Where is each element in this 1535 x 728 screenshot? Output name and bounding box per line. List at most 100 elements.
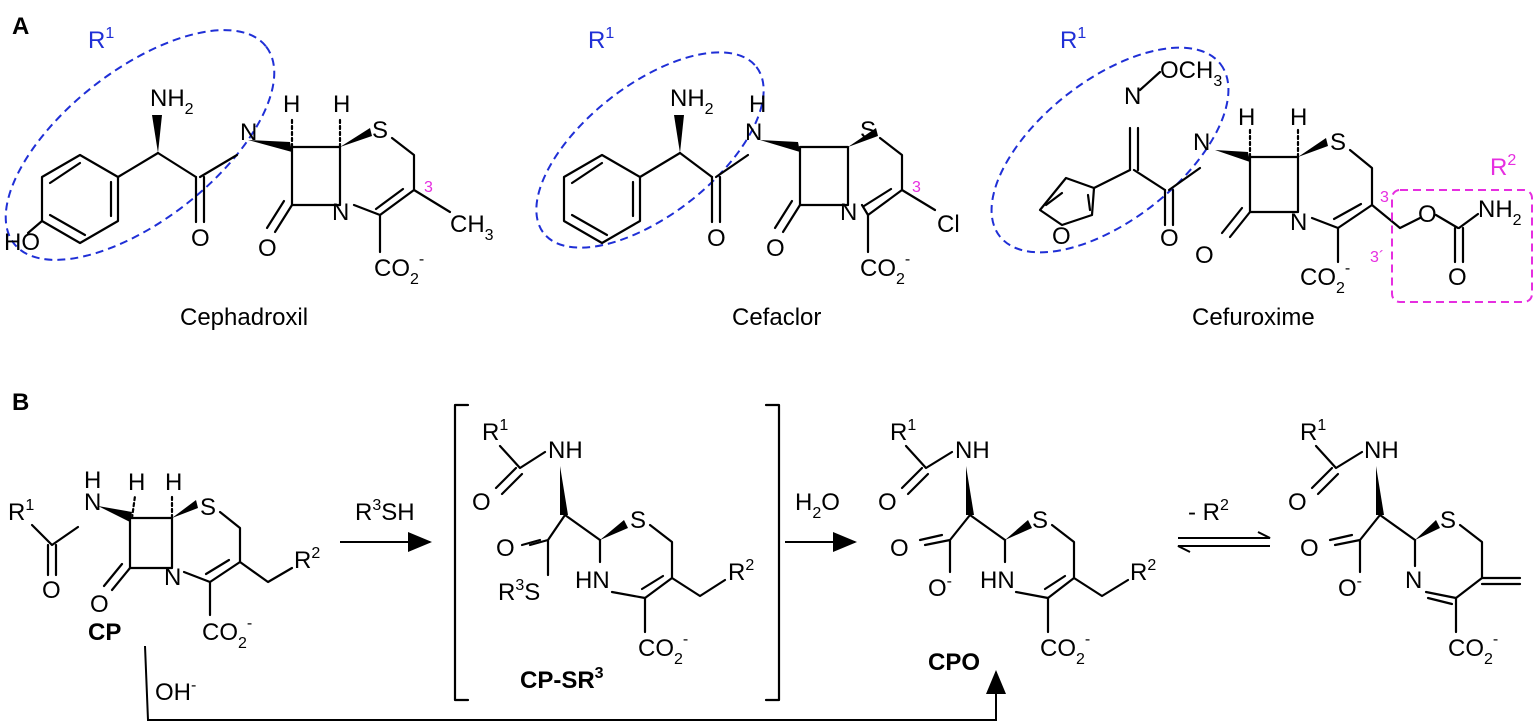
- atom-o: O: [42, 577, 61, 604]
- position-3prime-label: 3´: [1370, 249, 1384, 266]
- bracket-left: [453, 403, 470, 702]
- atom-s: S: [372, 117, 388, 144]
- atom-o-lactam: O: [1195, 242, 1214, 269]
- atom-nh: NH: [1364, 437, 1399, 464]
- atom-h: H: [749, 91, 766, 118]
- r1-region-ellipse: [4, 29, 276, 261]
- atom-n-amide: N: [745, 119, 762, 146]
- r1-region-ellipse: [535, 51, 765, 249]
- compound-cpo: R1 O NH O O- S HN R2 CO2- CPO: [878, 417, 1156, 676]
- atom-nh2: NH2: [1478, 196, 1522, 229]
- atom-n: N: [1405, 567, 1422, 594]
- atom-s: S: [1330, 129, 1346, 156]
- atom-o: O: [890, 535, 909, 562]
- r1-label: R1: [588, 25, 614, 54]
- atom-o: O: [472, 489, 491, 516]
- panel-b-label: B: [12, 389, 29, 416]
- r1-label: R1: [1060, 25, 1086, 54]
- atom-hn: HN: [575, 567, 610, 594]
- atom-ho: HO: [4, 229, 40, 256]
- atom-o-furan: O: [1052, 223, 1071, 250]
- reagent-loss: - R2: [1188, 497, 1229, 526]
- atom-n-ring: N: [1290, 209, 1307, 236]
- atom-o: O: [1288, 489, 1307, 516]
- atom-n-ring: N: [840, 199, 857, 226]
- atom-och3: OCH3: [1160, 57, 1222, 90]
- atom-nh: NH: [548, 437, 583, 464]
- r2-region-box: [1391, 189, 1533, 303]
- atom-h: H: [283, 91, 300, 118]
- atom-ch3: CH3: [450, 211, 494, 244]
- molecule-cephadroxil: R1 HO NH2 O N H H O N S 3 CH3 CO2-: [4, 25, 494, 331]
- atom-n-oxime: N: [1124, 83, 1141, 110]
- compound-label: CP-SR3: [520, 665, 604, 694]
- molecule-name: Cephadroxil: [180, 304, 308, 331]
- atom-o-lactam: O: [766, 235, 785, 262]
- compound-label: CPO: [928, 649, 980, 676]
- reagent-hydroxide: OH-: [155, 677, 196, 706]
- atom-co2: CO2-: [202, 615, 252, 652]
- equilibrium-reverse-arrow: [1177, 545, 1270, 553]
- r2-label: R2: [1490, 152, 1516, 181]
- compound-label: CP: [88, 619, 121, 646]
- atom-o-ester: O: [1418, 201, 1437, 228]
- panel-a-label: A: [12, 13, 29, 40]
- atom-nh2: NH2: [670, 85, 714, 118]
- atom-r3s: R3S: [498, 577, 540, 606]
- atom-s: S: [860, 117, 876, 144]
- atom-o: O: [496, 535, 515, 562]
- atom-r2: R2: [294, 545, 320, 574]
- atom-co2: CO2-: [860, 251, 910, 288]
- atom-r1: R1: [1300, 417, 1326, 446]
- compound-final: R1 O NH O O- S N CO2-: [1288, 417, 1522, 668]
- atom-o-minus: O-: [928, 573, 952, 602]
- atom-o: O: [90, 591, 109, 618]
- r1-region-ellipse: [990, 46, 1230, 254]
- reaction-arrow-hydroxide: [144, 645, 1006, 721]
- atom-co2: CO2-: [638, 631, 688, 668]
- atom-co2: CO2-: [374, 251, 424, 288]
- molecule-name: Cefuroxime: [1192, 304, 1315, 331]
- equilibrium-forward-arrow: [1178, 531, 1271, 539]
- atom-o: O: [878, 489, 897, 516]
- atom-h: H: [128, 469, 145, 496]
- bracket-right: [764, 403, 781, 702]
- atom-nh: NH: [955, 437, 990, 464]
- atom-s: S: [200, 494, 216, 521]
- atom-hn: HN: [980, 567, 1015, 594]
- position-3-label: 3: [1380, 189, 1389, 206]
- atom-o: O: [1300, 535, 1319, 562]
- molecule-cefuroxime: R1 O N OCH3 O N H H O N S 3 3´ CO2- O: [990, 25, 1533, 331]
- molecule-cefaclor: R1 NH2 O N H O N S 3 Cl CO2- Cefaclor: [535, 25, 960, 331]
- atom-s: S: [630, 507, 646, 534]
- atom-r1: R1: [482, 417, 508, 446]
- atom-h: H: [165, 469, 182, 496]
- atom-co2: CO2-: [1040, 631, 1090, 668]
- atom-n: N: [84, 489, 101, 516]
- atom-n-amide: N: [1193, 129, 1210, 156]
- reagent-thiol: R3SH: [355, 497, 415, 526]
- atom-r1: R1: [890, 417, 916, 446]
- atom-co2: CO2-: [1300, 260, 1350, 297]
- position-3-label: 3: [912, 179, 921, 196]
- atom-n: N: [164, 564, 181, 591]
- reagent-water: H2O: [795, 489, 840, 522]
- atom-h: H: [333, 91, 350, 118]
- atom-cl: Cl: [937, 211, 960, 238]
- atom-o-amide: O: [191, 225, 210, 252]
- r1-label: R1: [88, 25, 114, 54]
- atom-r2: R2: [728, 557, 754, 586]
- position-3-label: 3: [424, 179, 433, 196]
- atom-h: H: [1238, 104, 1255, 131]
- atom-nh2: NH2: [150, 85, 194, 118]
- atom-s: S: [1440, 507, 1456, 534]
- atom-co2: CO2-: [1448, 631, 1498, 668]
- compound-cp-sr3: R1 O NH O R3S S HN R2 CO2- CP-SR3: [472, 417, 754, 694]
- atom-r2: R2: [1130, 557, 1156, 586]
- compound-cp: R1 O N H H H O N S R2 CO2- CP: [8, 467, 320, 652]
- atom-n-amide: N: [240, 119, 257, 146]
- atom-o-carbonyl: O: [1448, 264, 1467, 291]
- atom-o-amide: O: [707, 225, 726, 252]
- atom-s: S: [1032, 507, 1048, 534]
